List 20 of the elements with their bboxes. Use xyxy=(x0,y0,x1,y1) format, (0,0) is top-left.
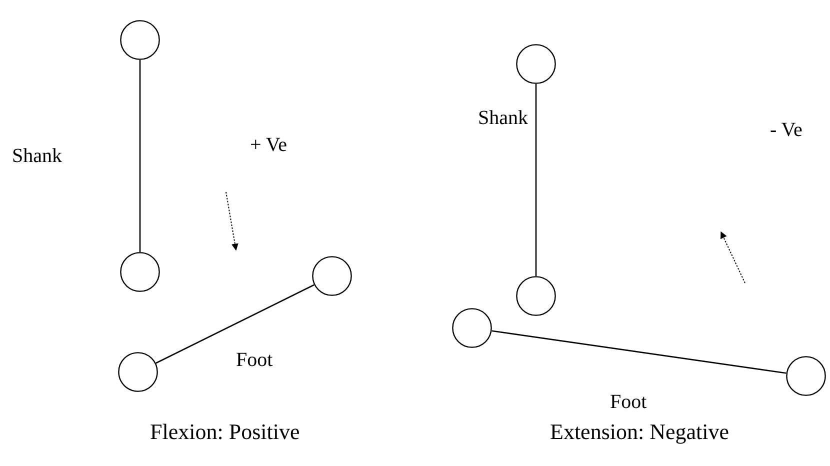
part-label: - Ve xyxy=(770,120,802,140)
limb-segment-line xyxy=(139,60,141,252)
limb-segment-line xyxy=(156,284,314,364)
joint-circle xyxy=(120,20,160,60)
joint-circle xyxy=(118,352,158,392)
part-label: + Ve xyxy=(250,135,288,155)
caption-text: Extension: Negative xyxy=(550,421,730,443)
joint-circle xyxy=(786,356,826,396)
part-label: Foot xyxy=(610,392,647,412)
caption-text: Flexion: Positive xyxy=(150,421,300,443)
limb-segment-line xyxy=(492,330,786,374)
part-label: Shank xyxy=(478,108,528,128)
joint-circle xyxy=(120,252,160,292)
part-label: Foot xyxy=(236,350,273,370)
joint-circle xyxy=(452,308,492,348)
joint-circle xyxy=(516,44,556,84)
limb-segment-line xyxy=(535,84,537,276)
joint-circle xyxy=(516,276,556,316)
joint-circle xyxy=(312,256,352,296)
part-label: Shank xyxy=(12,146,62,166)
